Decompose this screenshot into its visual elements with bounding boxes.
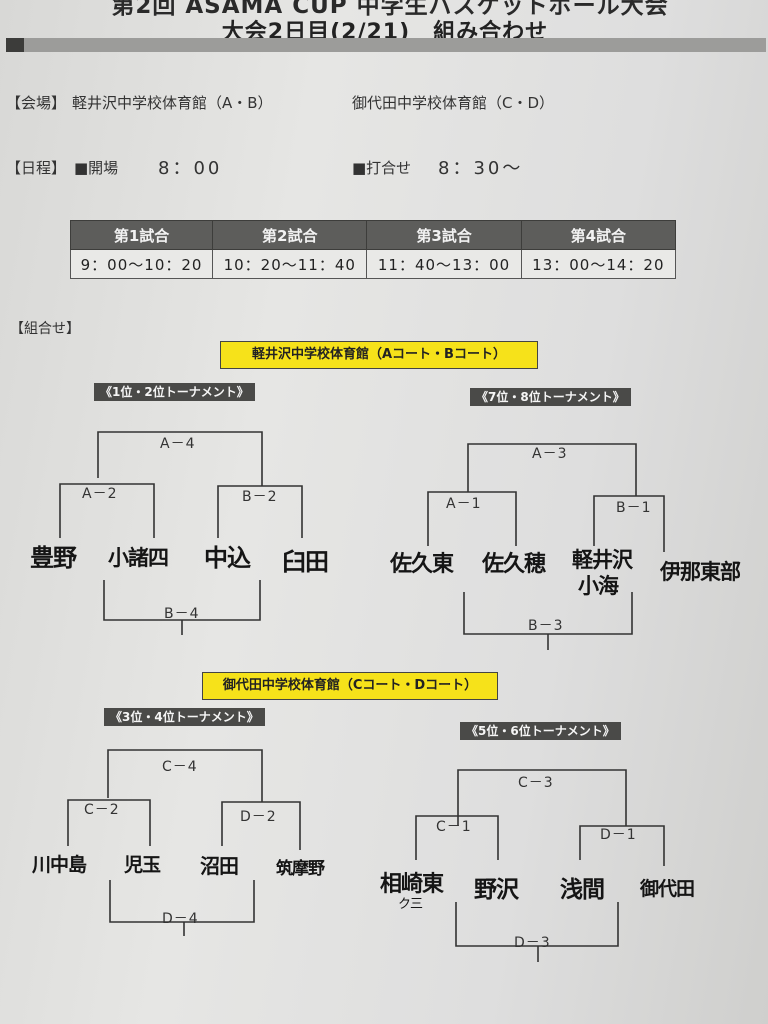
final-bracket-1-2 [97, 431, 263, 486]
semi-right-bracket-7-8 [593, 495, 665, 552]
venue-2: 御代田中学校体育館（C・D） [352, 94, 555, 112]
semi-left-bracket-1-2 [59, 483, 155, 538]
match-third-5-6: D－3 [514, 935, 551, 951]
semi-right-bracket-5-6 [579, 825, 665, 866]
combinations-label: 【組合せ】 [10, 321, 80, 337]
match-final-7-8: A－3 [532, 446, 568, 462]
venue-1: 軽井沢中学校体育館（A・B） [72, 94, 273, 112]
title-line1: 第2回 ASAMA CUP 中学生バスケットボール大会 [111, 0, 669, 19]
team-komoro4: 小諸四 [108, 545, 169, 570]
team-koumi: 小海 [578, 573, 619, 598]
team-inatobu: 伊那東部 [660, 559, 741, 584]
tournament-5-6-title: 《5位・6位トーナメント》 [460, 722, 621, 740]
match-final-3-4: C－4 [162, 759, 198, 775]
match-semi-right-7-8: B－1 [616, 500, 652, 516]
team-nozawa: 野沢 [474, 876, 519, 903]
match-semi-left-5-6: C－1 [436, 819, 472, 835]
semi-left-bracket-5-6 [415, 815, 499, 860]
tournament-3-4-title: 《3位・4位トーナメント》 [104, 708, 265, 726]
final-bracket-7-8 [467, 443, 637, 496]
match-third-3-4: D－4 [162, 911, 199, 927]
team-karuizawa: 軽井沢 [572, 547, 633, 572]
team-chikumano: 筑摩野 [276, 859, 325, 879]
match-semi-right-3-4: D－2 [240, 809, 277, 825]
team-aizakihigashi: 相崎東 [380, 871, 444, 897]
tournament-7-8-title: 《7位・8位トーナメント》 [470, 388, 631, 406]
team-sakuhigashi: 佐久東 [390, 551, 454, 577]
match-semi-left-3-4: C－2 [84, 802, 120, 818]
game-time: 11：40～13：00 [366, 249, 522, 279]
schedule-time-row: 9：00～10：20 10：20～11：40 11：40～13：00 13：00… [69, 249, 677, 279]
match-final-1-2: A－4 [160, 436, 196, 452]
match-third-7-8: B－3 [528, 618, 564, 634]
tournament-1-2-title: 《1位・2位トーナメント》 [94, 383, 255, 401]
team-numata: 沼田 [200, 854, 239, 878]
game-time: 10：20～11：40 [212, 249, 368, 279]
final-bracket-3-4 [107, 749, 263, 802]
game-header: 第4試合 [520, 220, 677, 250]
match-third-1-2: B－4 [164, 606, 200, 622]
team-kawanakajima: 川中島 [32, 854, 87, 876]
semi-right-bracket-3-4 [221, 801, 301, 850]
venue-c-title: 御代田中学校体育館（Cコート・Dコート） [202, 672, 498, 700]
semi-left-bracket-3-4 [67, 799, 151, 846]
title-underline [6, 38, 766, 52]
game-time: 9：00～10：20 [69, 249, 214, 279]
team-usuda: 臼田 [282, 547, 329, 576]
team-toyono: 豊野 [30, 543, 77, 572]
game-header: 第1試合 [69, 220, 214, 250]
game-time: 13：00～14：20 [520, 249, 677, 279]
game-header: 第2試合 [212, 220, 368, 250]
match-final-5-6: C－3 [518, 775, 554, 791]
schedule-label: 【日程】 [6, 159, 67, 177]
game-header: 第3試合 [366, 220, 522, 250]
semi-left-bracket-7-8 [427, 491, 517, 546]
open-label: ■開場 [74, 159, 119, 177]
team-sakuho: 佐久穂 [482, 551, 546, 577]
venue-info-label: 【会場】 [6, 94, 67, 112]
match-semi-right-1-2: B－2 [242, 489, 278, 505]
match-semi-left-7-8: A－1 [446, 496, 482, 512]
meeting-time: 8：30～ [438, 158, 524, 179]
third-bracket-3-4 [109, 880, 255, 923]
title-underline-accent [6, 38, 24, 52]
match-semi-left-1-2: A－2 [82, 486, 118, 502]
meeting-label: ■打合せ [352, 159, 412, 177]
team-kodama: 児玉 [124, 854, 161, 876]
open-time: 8：00 [158, 158, 223, 179]
team-nakagomi: 中込 [204, 543, 251, 572]
match-semi-right-5-6: D－1 [600, 827, 637, 843]
team-miyota: 御代田 [640, 878, 695, 900]
team-asama: 浅間 [560, 876, 605, 903]
final-bracket-5-6 [457, 769, 627, 826]
schedule-table: 第1試合 第2試合 第3試合 第4試合 9：00～10：20 10：20～11：… [69, 220, 677, 279]
team-aizakihigashi-note: ク三 [398, 897, 423, 912]
third-bracket-5-6 [455, 902, 619, 947]
schedule-header-row: 第1試合 第2試合 第3試合 第4試合 [69, 220, 677, 250]
semi-right-bracket-1-2 [217, 485, 303, 538]
venue-a-title: 軽井沢中学校体育館（Aコート・Bコート） [220, 341, 538, 369]
